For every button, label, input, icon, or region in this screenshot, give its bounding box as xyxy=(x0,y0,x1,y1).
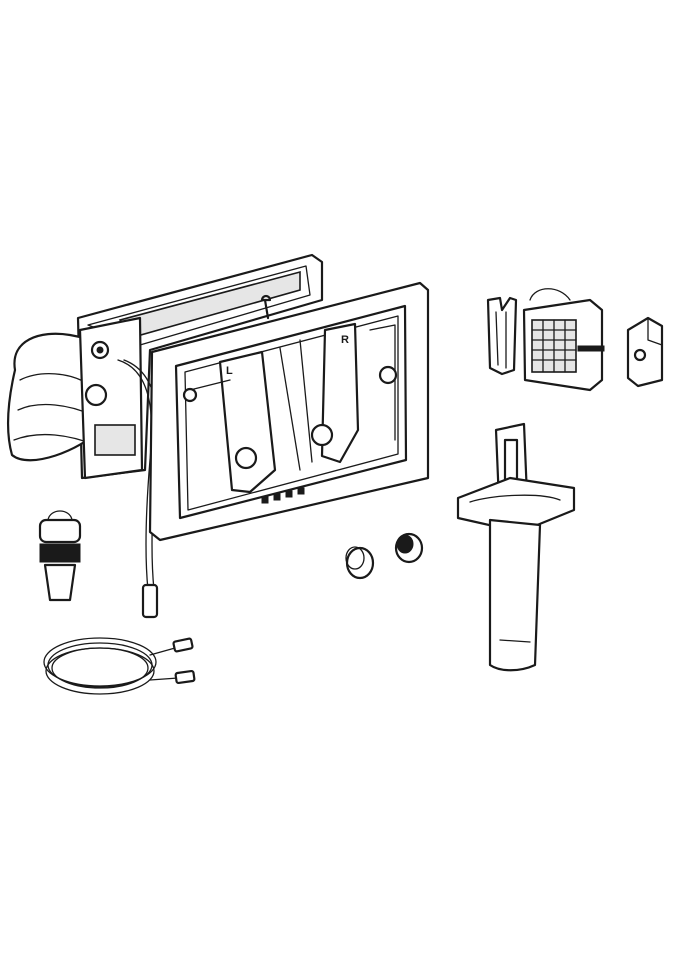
cap-left xyxy=(345,546,375,580)
frame-label-right: R xyxy=(341,334,349,346)
battery-box xyxy=(522,288,605,392)
frame-label-left: L xyxy=(226,365,233,377)
actuator-frame: L R xyxy=(148,281,430,542)
mounting-clip xyxy=(486,296,518,376)
installation-tool xyxy=(456,422,576,672)
sensor-plug xyxy=(38,510,82,602)
left-flush-lever xyxy=(218,350,277,494)
cap-right xyxy=(394,532,424,564)
coiled-extension-cable xyxy=(43,637,196,695)
flush-valve-housing xyxy=(6,316,144,480)
cover-bracket xyxy=(626,316,664,388)
